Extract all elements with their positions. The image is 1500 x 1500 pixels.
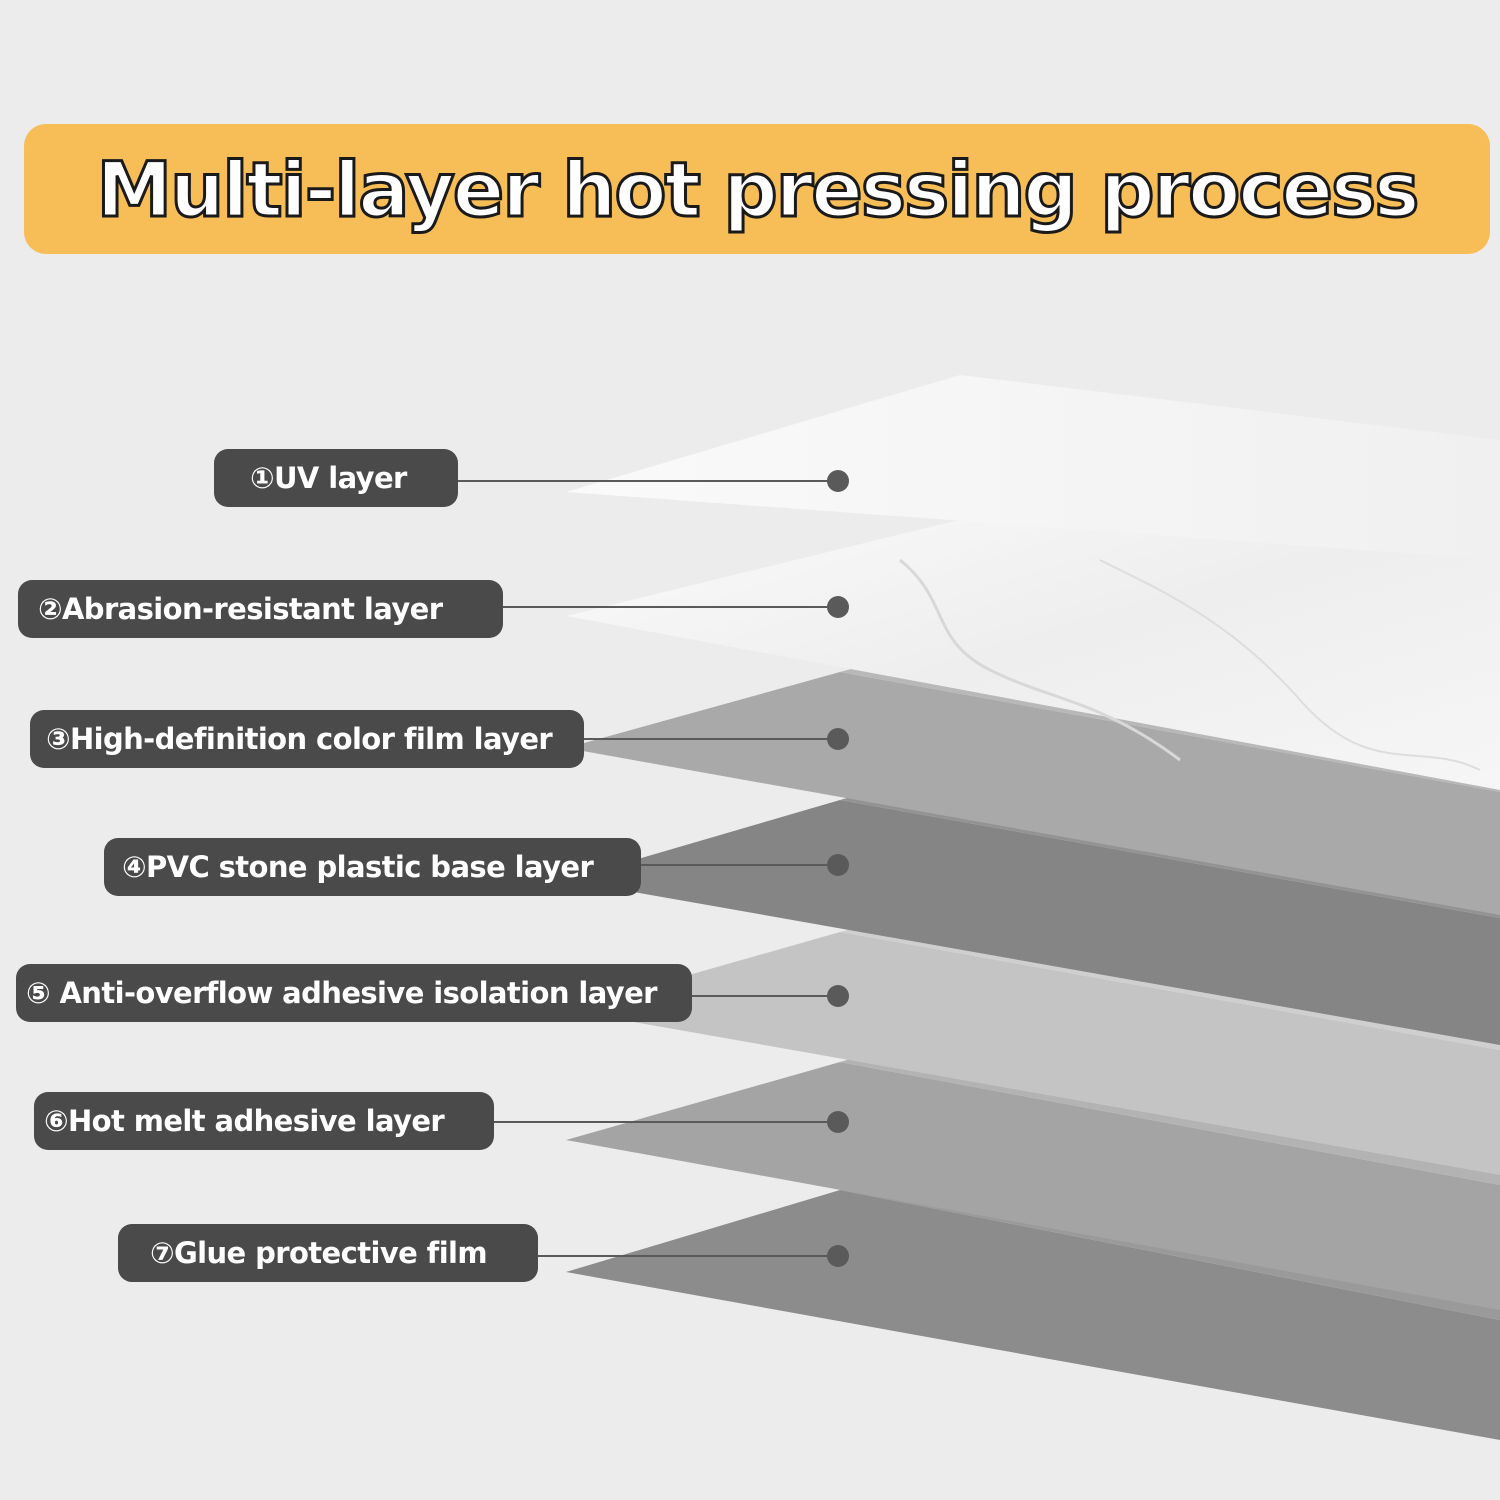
sheet-abrasion-resistant (566, 505, 1500, 790)
sheet-glue-protective-film (566, 1190, 1500, 1440)
layer-label-anti-overflow-isolation: ⑤ Anti-overflow adhesive isolation layer (16, 964, 692, 1022)
sheet-color-film (566, 672, 1500, 915)
leader-dot (827, 596, 849, 618)
sheet-pvc-base (566, 800, 1500, 1045)
layer-label-hot-melt-adhesive: ⑥Hot melt adhesive layer (34, 1092, 494, 1150)
layer-label-uv: ①UV layer (214, 449, 458, 507)
leader-dot (827, 1111, 849, 1133)
layer-label-pvc-base: ④PVC stone plastic base layer (104, 838, 641, 896)
leader-dot (827, 854, 849, 876)
marble-vein (1099, 559, 1481, 771)
marble-vein (899, 558, 1181, 762)
layer-label-glue-protective-film: ⑦Glue protective film (118, 1224, 538, 1282)
leader-dot (827, 1245, 849, 1267)
page-title: Multi-layer hot pressing process (95, 143, 1421, 235)
title-banner: Multi-layer hot pressing process (24, 124, 1490, 254)
leader-dot (827, 470, 849, 492)
layer-label-abrasion-resistant: ②Abrasion-resistant layer (18, 580, 503, 638)
layer-label-color-film: ③High-definition color film layer (30, 710, 584, 768)
leader-dot (827, 728, 849, 750)
sheet-uv (566, 375, 1500, 560)
sheet-hot-melt-adhesive (566, 1062, 1500, 1310)
sheet-anti-overflow-isolation (566, 932, 1500, 1175)
leader-dot (827, 985, 849, 1007)
